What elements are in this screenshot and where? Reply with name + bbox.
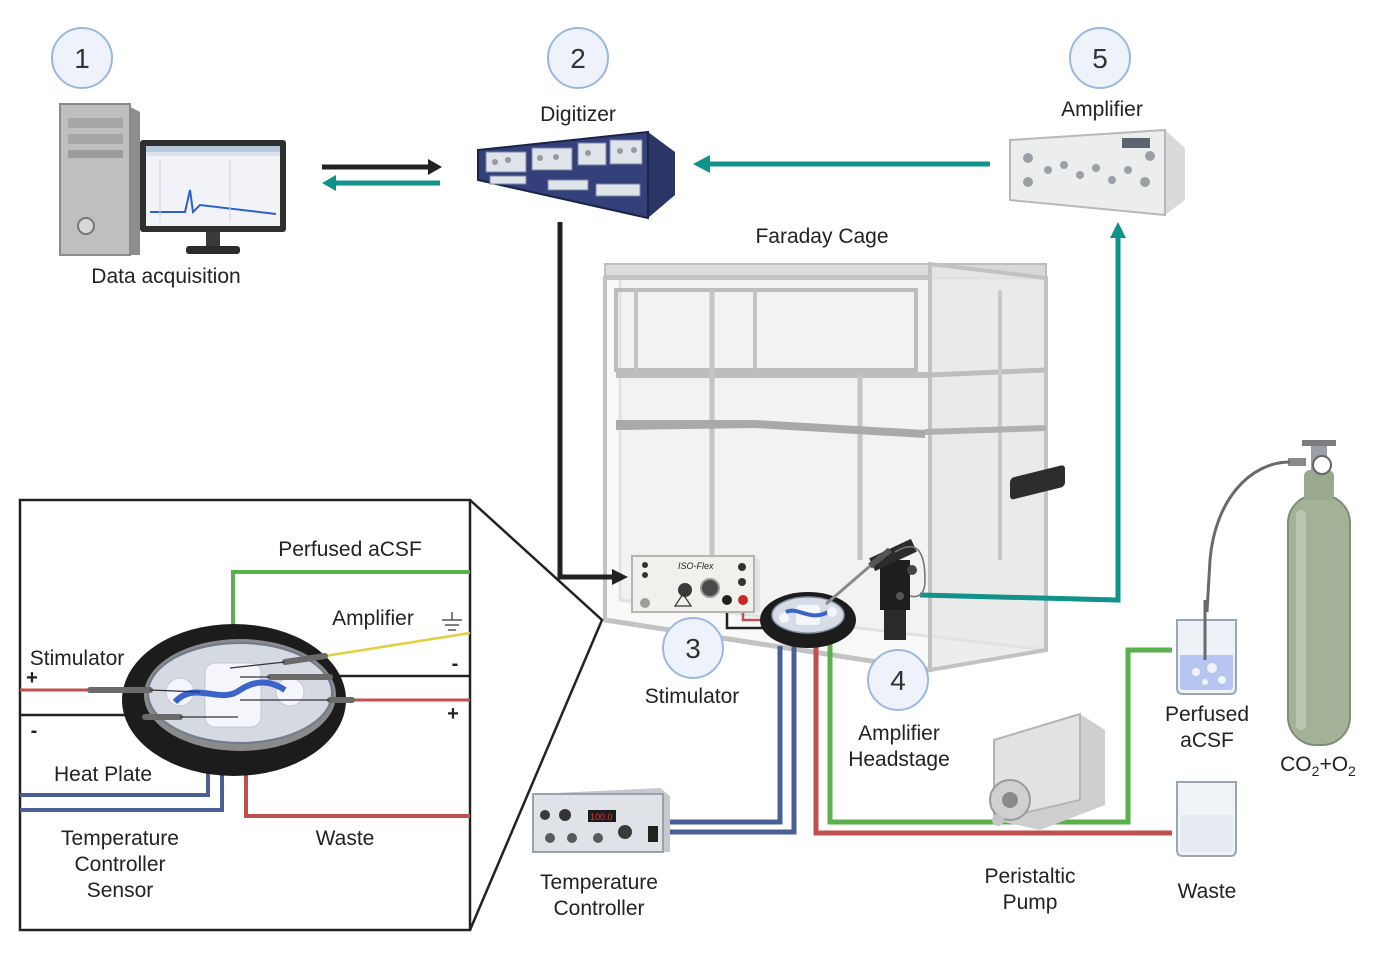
badge-3: 3	[662, 617, 724, 679]
label-peristaltic-pump-1: Peristaltic	[984, 865, 1075, 888]
inset-chamber-panel	[18, 498, 604, 932]
arrow-head-right	[612, 569, 628, 585]
line-temp-controller-1	[670, 646, 783, 825]
badge-5-label: 5	[1092, 43, 1108, 74]
label-digitizer: Digitizer	[540, 103, 616, 126]
beaker-icon	[1176, 600, 1237, 695]
label-faraday-cage: Faraday Cage	[755, 225, 888, 248]
arrow-head-left	[693, 155, 710, 173]
badge-2-label: 2	[570, 43, 586, 74]
label-peristaltic-pump-2: Pump	[1003, 891, 1058, 914]
inset-label-waste: Waste	[316, 827, 375, 850]
badge-4-label: 4	[890, 665, 906, 696]
line-waste	[813, 646, 1172, 836]
inset-labels: Perfused aCSF Amplifier Stimulator + - -…	[26, 538, 459, 902]
label-temperature-controller-2: Controller	[553, 897, 644, 920]
stimulator-icon: ISO-Flex	[631, 555, 760, 613]
inset-label-temp-sensor-3: Sensor	[87, 879, 154, 902]
line-digitizer-to-stimulator	[557, 222, 612, 580]
label-perfused-acsf-1: Perfused	[1165, 703, 1249, 726]
label-stimulator: Stimulator	[645, 685, 740, 708]
badge-3-label: 3	[685, 633, 701, 664]
label-waste: Waste	[1178, 880, 1237, 903]
stimulator-brand: ISO-Flex	[678, 561, 714, 571]
gas-sub-2: 2	[1348, 763, 1356, 779]
computer-icon	[59, 103, 286, 256]
inset-label-amplifier: Amplifier	[332, 607, 414, 630]
badge-2: 2	[547, 27, 609, 89]
inset-yellow-line	[299, 631, 471, 662]
label-temperature-controller-1: Temperature	[540, 871, 658, 894]
badge-5: 5	[1069, 27, 1131, 89]
headstage-icon	[825, 538, 926, 640]
badge-1-label: 1	[74, 43, 90, 74]
label-amplifier-headstage-1: Amplifier	[858, 722, 940, 745]
label-gas: CO2+O2	[1280, 753, 1356, 779]
line-temp-controller-2	[670, 646, 797, 835]
temperature-controller-icon: 100.0	[532, 788, 670, 853]
labels: Data acquisition Digitizer Amplifier Far…	[91, 98, 1356, 920]
line-perfusion	[827, 640, 1172, 825]
arrow-head-left	[322, 175, 336, 191]
inset-minus-left: -	[31, 720, 38, 742]
inset-plus-left: +	[26, 667, 38, 689]
arrow-head-right	[428, 159, 442, 175]
badge-4: 4	[867, 649, 929, 711]
label-perfused-acsf-2: aCSF	[1180, 729, 1234, 752]
waste-beaker-icon	[1176, 781, 1237, 857]
inset-label-perfused-acsf: Perfused aCSF	[278, 538, 422, 561]
digitizer-icon	[477, 130, 675, 220]
inset-label-temp-sensor-1: Temperature	[61, 827, 179, 850]
inset-minus-right: -	[452, 653, 459, 675]
gas-co: CO	[1280, 753, 1312, 776]
inset-label-stimulator: Stimulator	[30, 647, 125, 670]
inset-label-temp-sensor-2: Controller	[74, 853, 165, 876]
inset-plus-right: +	[447, 703, 459, 725]
gas-cylinder-icon	[1205, 440, 1351, 746]
label-data-acquisition: Data acquisition	[91, 265, 240, 288]
recording-chamber-icon	[760, 592, 856, 648]
inset-label-heat-plate: Heat Plate	[54, 763, 152, 786]
label-amplifier-headstage-2: Headstage	[848, 748, 950, 771]
line-headstage-to-amplifier	[919, 238, 1121, 603]
arrow-head-up	[1110, 222, 1126, 238]
amplifier-icon	[1009, 128, 1185, 217]
ground-symbol-icon	[442, 612, 462, 631]
label-amplifier: Amplifier	[1061, 98, 1143, 121]
badge-1: 1	[51, 27, 113, 89]
gas-plus-o: +O	[1319, 753, 1348, 776]
temp-display: 100.0	[590, 812, 613, 822]
gas-sub-1: 2	[1312, 763, 1320, 779]
connections	[322, 155, 1172, 836]
peristaltic-pump-icon	[989, 465, 1105, 830]
